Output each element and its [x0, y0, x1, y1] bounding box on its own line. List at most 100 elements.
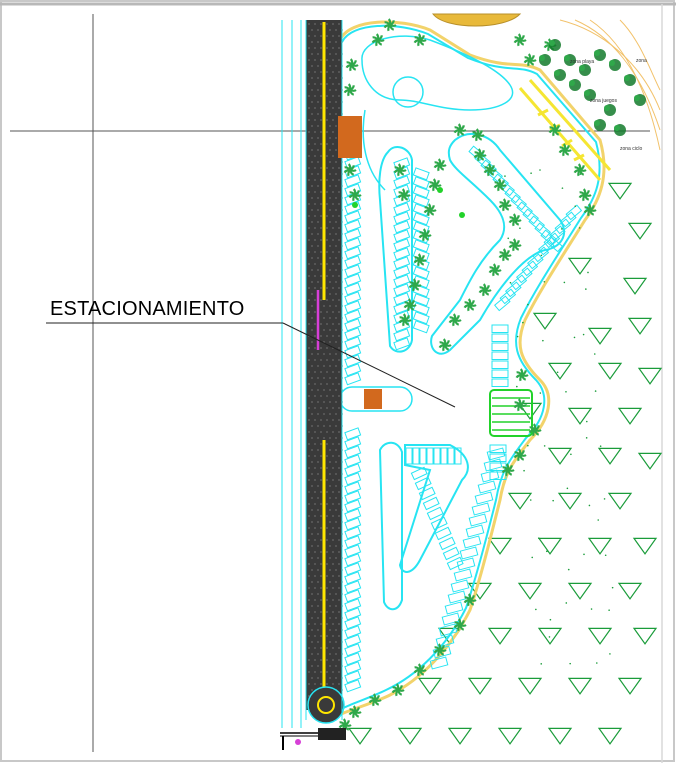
road-texture-dot: [329, 437, 331, 439]
parking-stall: [532, 246, 550, 263]
parking-stall: [433, 447, 441, 465]
ground-speckle: [593, 353, 596, 355]
ground-speckle: [549, 618, 552, 621]
road-texture-dot: [338, 599, 340, 601]
road-texture-dot: [329, 521, 331, 523]
road-texture-dot: [317, 533, 319, 535]
road-texture-dot: [308, 443, 310, 445]
road-texture-dot: [335, 545, 337, 547]
parking-stall: [468, 513, 488, 527]
road-texture-dot: [332, 23, 334, 25]
road-texture-dot: [335, 101, 337, 103]
road-texture-dot: [329, 101, 331, 103]
parking-stall: [344, 354, 362, 368]
parking-stall: [459, 546, 479, 560]
road-texture-dot: [314, 575, 316, 577]
road-texture-dot: [332, 599, 334, 601]
road-texture-dot: [320, 467, 322, 469]
road-texture-dot: [338, 539, 340, 541]
road-texture-dot: [320, 503, 322, 505]
parking-stall: [344, 336, 362, 350]
road-texture-dot: [326, 671, 328, 673]
road-texture-dot: [311, 221, 313, 223]
ground-speckle: [509, 281, 512, 284]
road-texture-dot: [320, 539, 322, 541]
zone-label: zona: [636, 58, 647, 64]
road-texture-dot: [332, 143, 334, 145]
road-texture-dot: [332, 95, 334, 97]
parking-stall: [422, 496, 440, 511]
parking-callout-label: ESTACIONAMIENTO: [50, 298, 245, 320]
road-texture-dot: [308, 467, 310, 469]
parking-stall: [412, 320, 430, 334]
road-texture-dot: [314, 167, 316, 169]
palm-tree: [453, 618, 467, 632]
parking-stall: [560, 211, 577, 228]
parking-stall: [344, 219, 362, 233]
road-texture-dot: [338, 587, 340, 589]
road-texture-dot: [335, 401, 337, 403]
road-texture-dot: [326, 419, 328, 421]
parking-stall: [412, 176, 430, 190]
road-texture-dot: [317, 89, 319, 91]
road-texture-dot: [329, 161, 331, 163]
road-texture-dot: [329, 353, 331, 355]
road-texture-dot: [329, 293, 331, 295]
road-texture-dot: [329, 581, 331, 583]
road-texture-dot: [314, 311, 316, 313]
parking-stall: [554, 218, 572, 235]
road-texture-dot: [332, 455, 334, 457]
ground-speckle: [590, 608, 593, 610]
road-texture-dot: [332, 227, 334, 229]
palm-tree: [433, 158, 447, 172]
road-texture-dot: [338, 671, 340, 673]
road-texture-dot: [332, 611, 334, 613]
road-texture-dot: [320, 131, 322, 133]
road-texture-dot: [317, 269, 319, 271]
road-texture-dot: [314, 383, 316, 385]
road-texture-dot: [317, 629, 319, 631]
road-texture-dot: [314, 455, 316, 457]
road-texture-dot: [311, 557, 313, 559]
road-texture-dot: [311, 473, 313, 475]
parking-stall: [344, 517, 362, 531]
road-texture-dot: [308, 383, 310, 385]
road-texture-dot: [320, 419, 322, 421]
road-texture-dot: [329, 377, 331, 379]
ground-speckle: [567, 568, 570, 571]
road-texture-dot: [311, 65, 313, 67]
parking-stall: [344, 661, 362, 675]
parking-stall: [412, 311, 430, 325]
road-texture-dot: [317, 173, 319, 175]
parking-stall: [491, 342, 509, 351]
road-end-circle: [307, 686, 345, 724]
road-texture-dot: [320, 335, 322, 337]
ground-speckle: [566, 487, 569, 490]
parking-stall: [344, 535, 362, 549]
road-texture-dot: [308, 527, 310, 529]
parking-stall: [344, 255, 362, 269]
special-stalls: [489, 389, 533, 437]
road-texture-dot: [332, 47, 334, 49]
road-texture-dot: [311, 617, 313, 619]
road-texture-dot: [314, 407, 316, 409]
parking-stall: [489, 462, 507, 471]
road-texture-dot: [338, 263, 340, 265]
road-texture-dot: [311, 569, 313, 571]
road-texture-dot: [311, 653, 313, 655]
tree-canopy: [549, 40, 555, 46]
road-texture-dot: [332, 467, 334, 469]
road-texture-dot: [326, 215, 328, 217]
road-texture-dot: [338, 443, 340, 445]
parking-stall: [344, 264, 362, 278]
ground-speckle: [552, 499, 554, 502]
road-texture-dot: [314, 563, 316, 565]
parking-stall: [414, 476, 432, 491]
road-texture-dot: [314, 119, 316, 121]
palm-tree: [368, 693, 382, 707]
road-texture-dot: [326, 143, 328, 145]
road-texture-dot: [311, 677, 313, 679]
road-texture-dot: [326, 155, 328, 157]
vegetation-triangle: [487, 627, 513, 645]
road-texture-dot: [314, 59, 316, 61]
